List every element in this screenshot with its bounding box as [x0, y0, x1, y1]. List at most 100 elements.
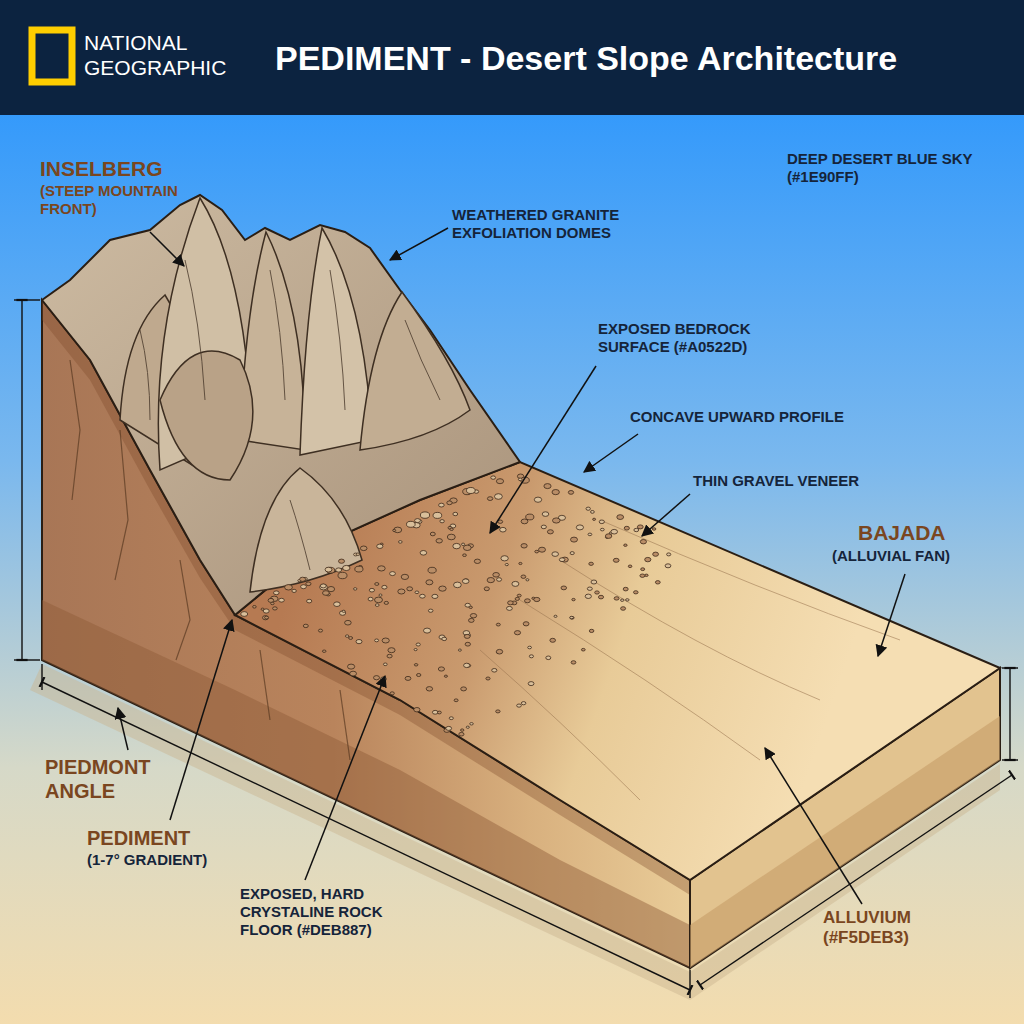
pebble — [273, 607, 278, 610]
pebble — [447, 534, 455, 540]
pebble — [360, 546, 367, 551]
pebble — [416, 643, 420, 646]
pebble — [572, 598, 575, 600]
pebble — [665, 564, 671, 568]
pebble — [487, 578, 494, 583]
pebble — [613, 558, 619, 562]
dimension-lines — [14, 300, 1018, 998]
granite-texture — [140, 260, 440, 570]
part-note: (ALLUVIAL FAN) — [832, 547, 950, 565]
pebble — [453, 512, 458, 515]
part-name: ALLUVIUM (#F5DEB3) — [823, 908, 953, 949]
part-name: PEDIMENT — [87, 826, 190, 850]
pebble — [379, 594, 382, 596]
pebble — [432, 594, 438, 598]
pebble — [444, 675, 447, 677]
pebble — [500, 527, 506, 532]
pebble — [336, 568, 342, 572]
pebble — [621, 599, 624, 601]
pebble — [535, 550, 539, 553]
pebble — [559, 558, 565, 562]
pebble — [394, 527, 402, 533]
leader-arrows — [118, 228, 905, 904]
callout-label: EXPOSED, HARD CRYSTALINE ROCK FLOOR (#DE… — [240, 885, 410, 939]
pebble — [382, 638, 389, 643]
pebble — [426, 580, 433, 585]
pebble — [544, 484, 551, 489]
pebble — [571, 537, 578, 542]
pebble — [320, 584, 328, 590]
pebble — [570, 616, 574, 618]
callout-label: THIN GRAVEL VENEER — [693, 472, 859, 490]
pebble — [591, 580, 597, 584]
pebble — [521, 702, 526, 705]
pebble — [463, 554, 467, 557]
pebble — [263, 609, 269, 613]
pebble — [318, 629, 322, 632]
pebble — [461, 729, 464, 731]
pebble — [655, 581, 660, 584]
logo-text: NATIONAL GEOGRAPHIC — [84, 30, 254, 80]
pebble — [589, 629, 594, 632]
pebble — [552, 490, 559, 495]
pebble — [268, 598, 274, 602]
pebble — [667, 553, 671, 556]
pebble — [561, 586, 567, 590]
pebble — [492, 669, 497, 673]
pebble — [420, 551, 427, 556]
pebble — [484, 587, 489, 591]
pebble — [375, 639, 379, 642]
pebble — [447, 501, 452, 505]
pebble — [263, 616, 269, 620]
pebble — [426, 687, 432, 691]
pebble — [356, 553, 360, 555]
pebble — [436, 539, 442, 543]
pebble — [523, 622, 529, 626]
pebble — [375, 597, 383, 603]
pebble — [571, 661, 576, 664]
pebble — [458, 649, 461, 651]
pebble — [348, 664, 355, 669]
pebble — [517, 704, 522, 707]
pebble — [505, 564, 508, 566]
pebble — [462, 543, 465, 545]
pebble — [465, 603, 470, 607]
pebble — [345, 635, 348, 637]
pebble — [515, 597, 519, 600]
pebble — [355, 566, 363, 572]
pebble — [414, 708, 420, 712]
pebble — [474, 559, 480, 563]
pebble — [420, 512, 429, 518]
pebble — [495, 494, 503, 500]
pebble — [349, 637, 353, 640]
pebble — [378, 566, 386, 571]
pebble — [325, 567, 332, 572]
pebble — [487, 497, 492, 501]
pebble — [576, 525, 583, 530]
pebble — [611, 529, 618, 534]
pebble — [623, 587, 628, 591]
pebble — [570, 616, 574, 619]
callout-label: WEATHERED GRANITE EXFOLIATION DOMES — [452, 206, 652, 242]
pebble — [541, 525, 546, 529]
pebble — [414, 664, 418, 666]
pebble — [614, 597, 619, 600]
pebble — [599, 520, 604, 524]
part-name: INSELBERG — [40, 156, 163, 181]
pebble — [525, 599, 531, 603]
pebble — [624, 526, 629, 530]
pebble — [587, 587, 592, 590]
pebble — [433, 512, 442, 518]
pebble — [514, 631, 520, 635]
pebble — [507, 606, 513, 610]
pebble — [388, 648, 395, 653]
pebble — [338, 572, 347, 578]
pebble — [449, 717, 453, 720]
pebble — [491, 476, 496, 479]
pebble — [374, 676, 380, 680]
pebble — [414, 649, 417, 651]
pebble — [382, 585, 387, 589]
pebble — [534, 497, 541, 502]
pebble — [459, 732, 464, 736]
